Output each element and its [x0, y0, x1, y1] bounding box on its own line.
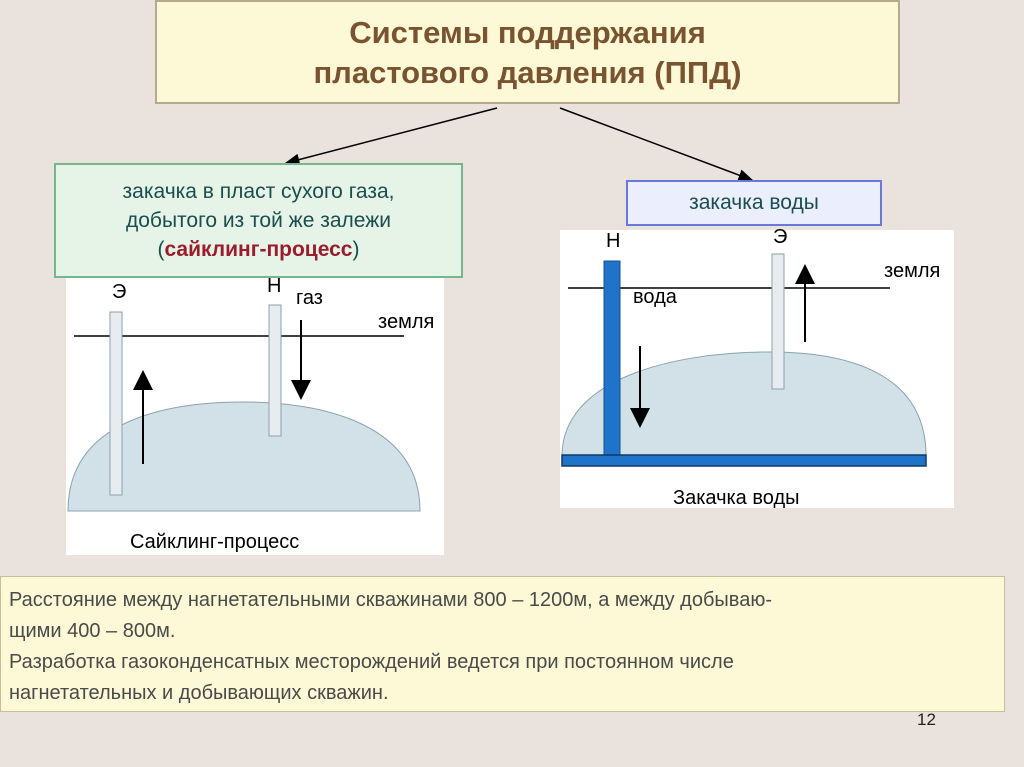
well-label-producer-right: Э: [773, 226, 788, 248]
connector-arrow-water: [559, 107, 754, 181]
notes-line-1: Расстояние между нагнетательными скважин…: [9, 589, 772, 611]
notes-line-2: щими 400 – 800м.: [9, 620, 176, 642]
title-line-1: Системы поддержания: [349, 15, 706, 50]
cycling-process-highlight: сайклинг-процесс: [164, 238, 353, 261]
water-injection-diagram: [561, 253, 927, 467]
cycling-diagram: [67, 304, 421, 512]
ground-label-left: земля: [378, 311, 435, 333]
well-label-injector-left: Н: [267, 275, 282, 297]
gas-flow-label: газ: [296, 287, 323, 309]
water-injection-box: закачка воды: [626, 180, 882, 226]
water-injection-caption: Закачка воды: [673, 487, 800, 509]
gas-reservoir: [67, 401, 421, 512]
water-bottom-layer: [561, 454, 927, 467]
cycling-caption: Сайклинг-процесс: [130, 531, 300, 553]
gas-box-line-1: закачка в пласт сухого газа,: [122, 180, 395, 203]
title-line-2: пластового давления (ППД): [313, 55, 742, 90]
ground-label-right: земля: [884, 260, 941, 282]
notes-box: Расстояние между нагнетательными скважин…: [0, 576, 1005, 712]
gas-box-paren-open: (: [157, 238, 165, 261]
gas-box-line-2: добытого из той же залежи: [126, 209, 391, 232]
gas-box-paren-close: ): [352, 238, 360, 261]
title-box: Системы поддержания пластового давления …: [155, 0, 900, 104]
well-label-injector-right: Н: [606, 230, 621, 252]
water-injector-well: [603, 260, 621, 457]
notes-line-4: нагнетательных и добывающих скважин.: [9, 682, 389, 704]
connector-arrow-gas: [284, 107, 498, 166]
injector-well-left: [268, 304, 282, 437]
producer-well-right: [771, 253, 785, 390]
notes-line-3: Разработка газоконденсатных месторождени…: [9, 651, 734, 673]
gas-injection-box: закачка в пласт сухого газа, добытого из…: [54, 163, 463, 278]
well-label-producer-left: Э: [112, 281, 127, 303]
producer-well-left: [109, 311, 123, 496]
page-number: 12: [917, 710, 936, 729]
water-box-label: закачка воды: [689, 191, 819, 214]
water-flow-label: вода: [633, 286, 677, 308]
water-reservoir: [561, 351, 927, 457]
gas-box-line-3: (сайклинг-процесс): [56, 235, 461, 264]
